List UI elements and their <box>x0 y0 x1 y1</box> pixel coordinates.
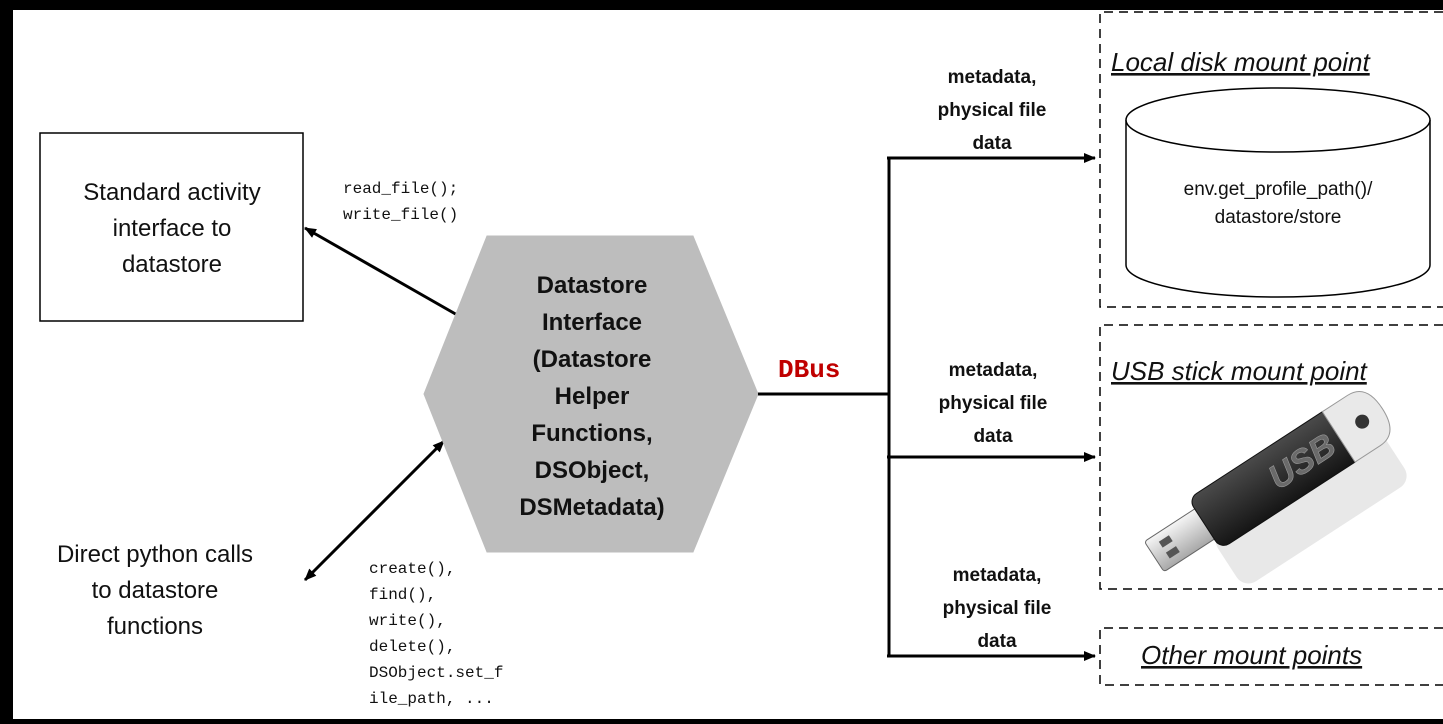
datastore-interface-hexagon <box>423 235 759 553</box>
other-mount-container <box>1099 627 1443 686</box>
flow-2-line-1: metadata, <box>949 360 1038 381</box>
usb-mount-title: USB stick mount point <box>1111 356 1369 386</box>
python-to-interface-arrow <box>303 439 446 582</box>
python-call-6: ile_path, ... <box>369 690 494 708</box>
python-call-1: create(), <box>369 560 455 578</box>
other-mount-title: Other mount points <box>1141 640 1362 670</box>
activity-box-line-2: interface to <box>113 215 232 242</box>
local-disk-mount-title: Local disk mount point <box>1111 47 1371 77</box>
hexagon-line-5: Functions, <box>531 420 652 447</box>
flow-2-line-3: data <box>973 426 1013 447</box>
activity-box-line-3: datastore <box>122 251 222 278</box>
cylinder-icon <box>1125 87 1431 298</box>
hexagon-line-1: Datastore <box>537 272 648 299</box>
python-call-2: find(), <box>369 586 436 604</box>
activity-call-2: write_file() <box>343 206 458 224</box>
activity-call-1: read_file(); <box>343 180 458 198</box>
hexagon-line-4: Helper <box>555 383 630 410</box>
disk-path-line-1: env.get_profile_path()/ <box>1184 179 1373 200</box>
usb-stick-mount-container <box>1099 324 1443 590</box>
python-call-3: write(), <box>369 612 446 630</box>
python-call-5: DSObject.set_f <box>369 664 503 682</box>
disk-path-line-2: datastore/store <box>1215 207 1342 228</box>
hexagon-line-6: DSObject, <box>535 457 650 484</box>
hexagon-line-3: (Datastore <box>533 346 652 373</box>
flow-1-line-2: physical file <box>938 100 1047 121</box>
python-calls-line-3: functions <box>107 613 203 640</box>
flow-3-line-3: data <box>977 631 1017 652</box>
dbus-label: DBus <box>778 355 840 385</box>
flow-1-line-3: data <box>972 133 1012 154</box>
flow-2-line-2: physical file <box>939 393 1048 414</box>
activity-to-interface-arrow <box>304 226 467 322</box>
hexagon-line-7: DSMetadata) <box>519 494 664 521</box>
python-calls-line-1: Direct python calls <box>57 541 253 568</box>
flow-3-line-1: metadata, <box>953 565 1042 586</box>
activity-interface-box <box>39 132 304 322</box>
flow-1-line-1: metadata, <box>948 67 1037 88</box>
python-call-4: delete(), <box>369 638 455 656</box>
python-calls-line-2: to datastore <box>92 577 219 604</box>
flow-3-line-2: physical file <box>943 598 1052 619</box>
local-disk-mount-container <box>1099 11 1443 308</box>
hexagon-line-2: Interface <box>542 309 642 336</box>
activity-box-line-1: Standard activity <box>83 179 260 206</box>
